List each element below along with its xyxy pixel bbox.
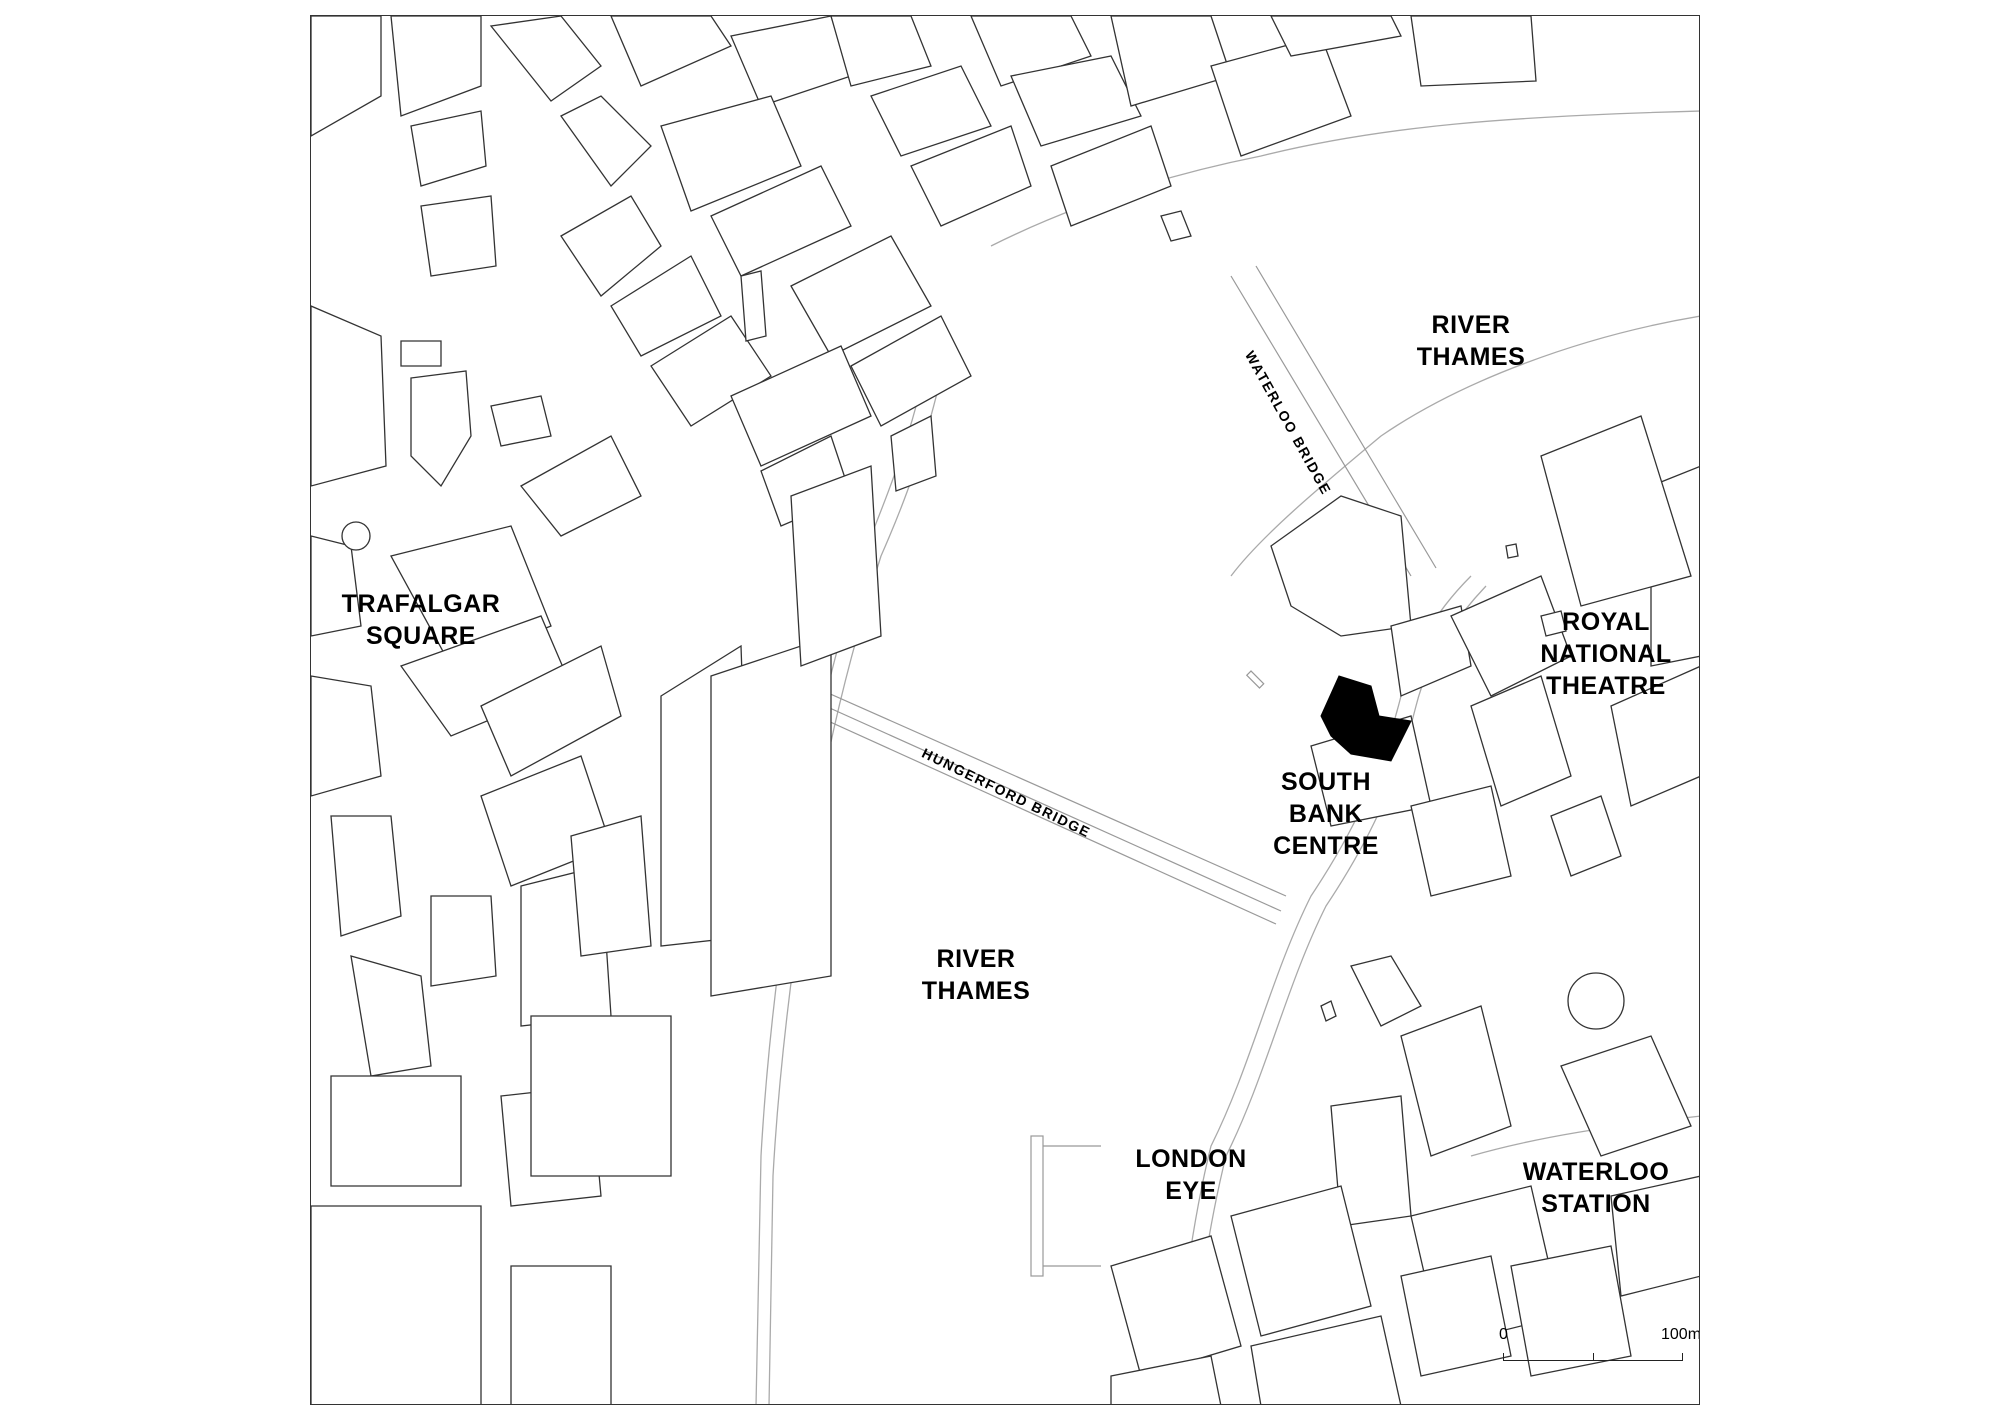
south-bank-centre-footprint [1320, 675, 1412, 762]
map-frame: TRAFALGAR SQUARE RIVER THAMES RIVER THAM… [310, 15, 1700, 1405]
label-river-thames-north: RIVER THAMES [1416, 311, 1526, 371]
label-trafalgar-square: TRAFALGAR SQUARE [341, 590, 501, 650]
label-waterloo-station: WATERLOO STATION [1522, 1158, 1670, 1218]
embankment-buildings [710, 270, 937, 997]
label-river-thames-south: RIVER THAMES [921, 945, 1031, 1005]
river-north-bank-inner [1230, 315, 1699, 577]
label-south-bank-centre: SOUTH BANK CENTRE [1273, 768, 1379, 860]
map-base [311, 16, 1699, 1404]
label-london-eye: LONDON EYE [1135, 1145, 1247, 1205]
scale-start-label: 0 [1499, 1326, 1508, 1343]
strand-buildings [311, 16, 1537, 537]
scale-bar [1503, 1341, 1683, 1361]
trafalgar-buildings [311, 521, 752, 1404]
hungerford-bridge-deck [800, 680, 1287, 925]
south-bank-buildings [1110, 415, 1699, 1404]
scale-end-label: 100m [1661, 1326, 1700, 1343]
label-royal-national-theatre: ROYAL NATIONAL THEATRE [1540, 608, 1672, 700]
